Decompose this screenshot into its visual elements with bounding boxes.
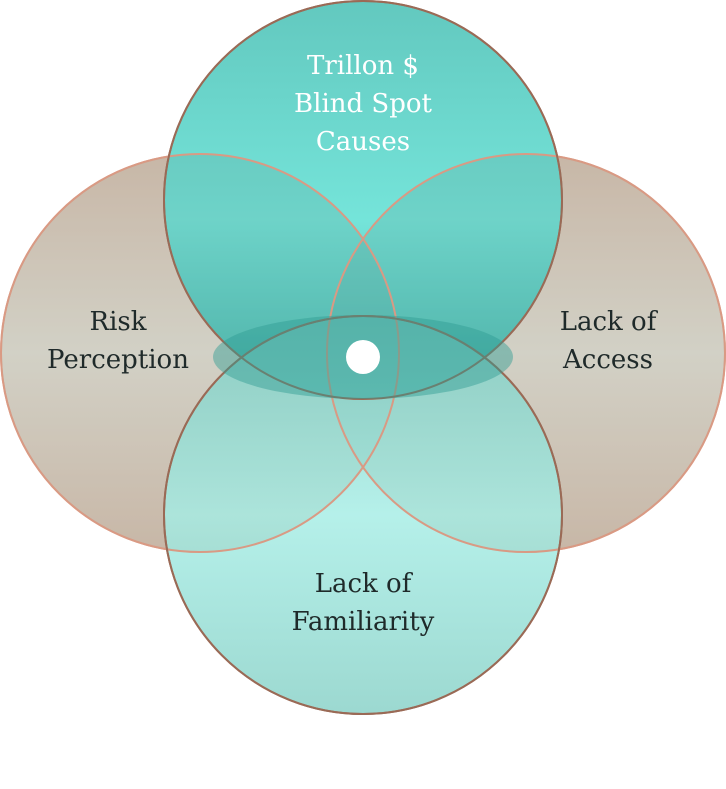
label-top-line-3: Causes	[315, 127, 411, 157]
label-bottom: Lack of Familiarity	[233, 565, 493, 641]
label-right-line-2: Access	[563, 345, 653, 375]
label-left: Risk Perception	[18, 303, 218, 379]
circle-top-outline	[163, 0, 563, 400]
center-dot-icon	[346, 340, 380, 374]
label-right-line-1: Lack of	[559, 307, 657, 337]
label-right: Lack of Access	[508, 303, 708, 379]
circle-bottom-outline	[163, 315, 563, 715]
circle-left-outline	[0, 153, 400, 553]
circle-right-outline	[326, 153, 726, 553]
label-bottom-line-2: Familiarity	[291, 607, 435, 637]
label-top: Trillon $ Blind Spot Causes	[233, 47, 493, 161]
label-left-line-1: Risk	[89, 307, 147, 337]
label-top-line-1: Trillon $	[307, 51, 419, 81]
label-top-line-2: Blind Spot	[294, 89, 432, 119]
label-bottom-line-1: Lack of	[314, 569, 412, 599]
label-left-line-2: Perception	[47, 345, 189, 375]
